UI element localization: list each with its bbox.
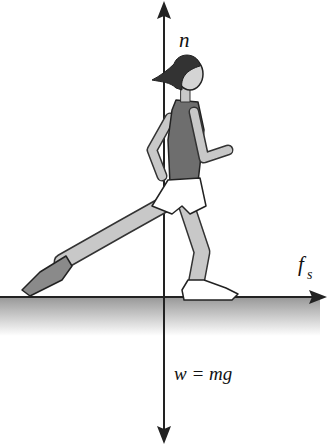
weight-arrow-head: [157, 426, 171, 444]
runner-hair: [152, 55, 200, 90]
friction-force-label: f: [298, 254, 304, 275]
runner-leg: [186, 204, 202, 284]
runner-shoe: [182, 280, 238, 300]
runner-arm: [194, 112, 228, 158]
runner-arm: [194, 112, 228, 158]
runner-leg: [62, 200, 172, 262]
normal-force-label: n: [179, 30, 190, 51]
runner-shorts: [152, 178, 206, 214]
runner-shoe: [22, 256, 72, 296]
ground-shading: [0, 298, 320, 336]
weight-force-label: w = mg: [174, 364, 232, 383]
runner-figure: [22, 55, 238, 300]
friction-arrow-line: [0, 296, 314, 298]
weight-arrow-line: [163, 297, 165, 430]
runner-leg: [62, 200, 172, 262]
friction-arrow-head: [309, 290, 327, 304]
friction-subscript: s: [307, 268, 312, 282]
runner-arm: [152, 118, 170, 176]
normal-arrow-line: [163, 14, 165, 297]
runner-leg: [186, 204, 202, 284]
runner-arm: [152, 118, 170, 176]
normal-arrow-head: [157, 1, 171, 19]
